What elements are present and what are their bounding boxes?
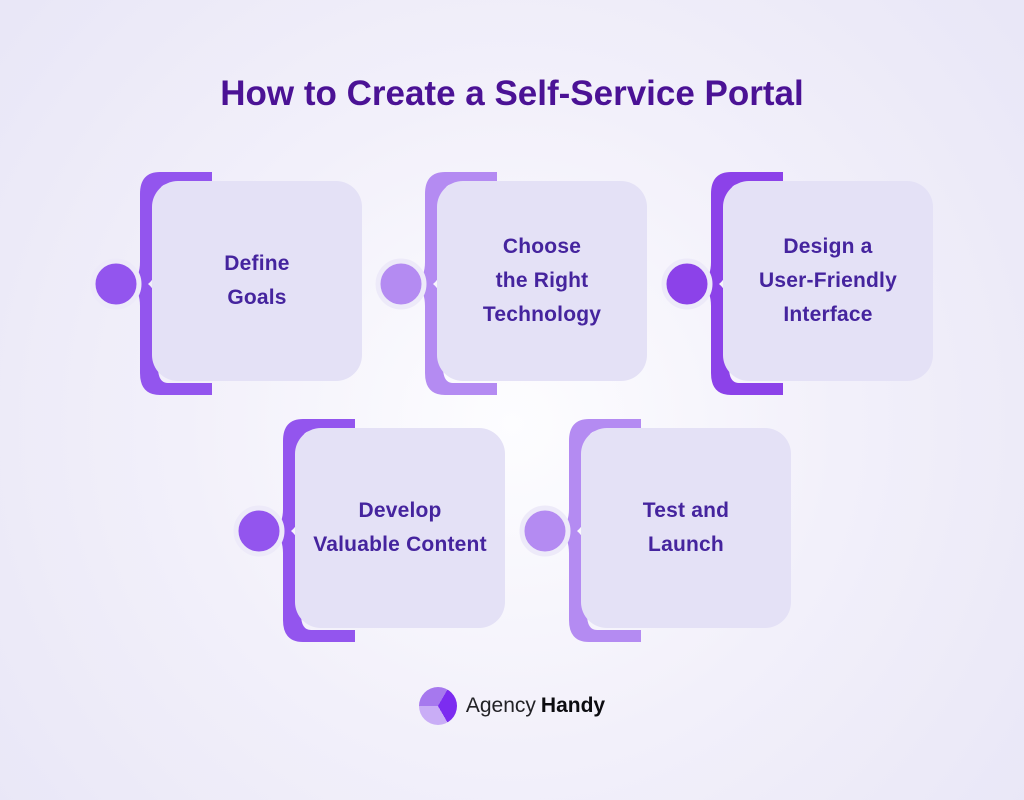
- agency-handy-logo-icon: [418, 687, 457, 725]
- brand-name-regular: Agency: [465, 694, 536, 717]
- page-title: How to Create a Self-Service Portal: [220, 74, 804, 113]
- brand-name-bold: Handy: [540, 694, 606, 717]
